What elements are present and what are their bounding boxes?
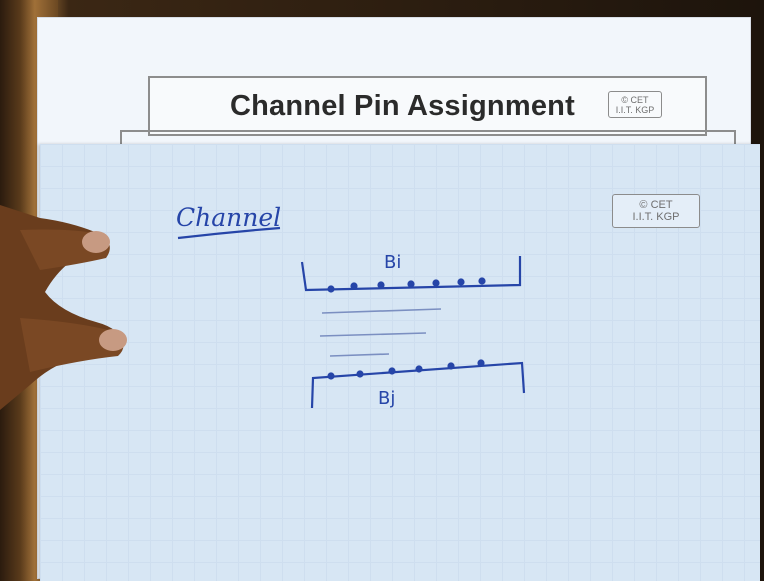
note-logo-line1: © CET (639, 199, 673, 211)
pin (388, 367, 396, 375)
slide-logo: © CET I.I.T. KGP (608, 91, 662, 118)
pin (415, 365, 423, 373)
fingernail (99, 329, 127, 351)
channel-tracks (319, 308, 442, 357)
pin (407, 280, 415, 288)
block-bottom-label: Bj (378, 388, 395, 409)
block-bottom-pins (327, 359, 485, 380)
note-sheet: © CET I.I.T. KGP (40, 144, 760, 581)
pin (478, 277, 486, 285)
block-top-pins (327, 277, 486, 293)
slide-title: Channel Pin Assignment (230, 90, 575, 122)
slide-logo-line1: © CET (621, 95, 649, 105)
pin (327, 285, 335, 293)
pin (432, 279, 440, 287)
pin (477, 359, 485, 367)
pin (377, 281, 385, 289)
heading-underline (177, 226, 281, 240)
block-top-outline (300, 256, 522, 292)
slide-logo-line2: I.I.T. KGP (615, 105, 655, 115)
pin (327, 372, 335, 380)
track-line (329, 353, 390, 357)
track-line (319, 332, 427, 337)
track-line (321, 308, 442, 314)
finger-lower (20, 318, 124, 372)
note-logo: © CET I.I.T. KGP (612, 194, 700, 228)
fingernail (82, 231, 110, 253)
pin (350, 282, 358, 290)
note-logo-line2: I.I.T. KGP (632, 211, 680, 223)
hand (0, 205, 127, 410)
note-heading: Channel (176, 203, 281, 232)
block-top-label: Bi (384, 252, 401, 273)
slide-title-box: Channel Pin Assignment © CET I.I.T. KGP (148, 76, 707, 136)
pin (447, 362, 455, 370)
pin (356, 370, 364, 378)
pin (457, 278, 465, 286)
